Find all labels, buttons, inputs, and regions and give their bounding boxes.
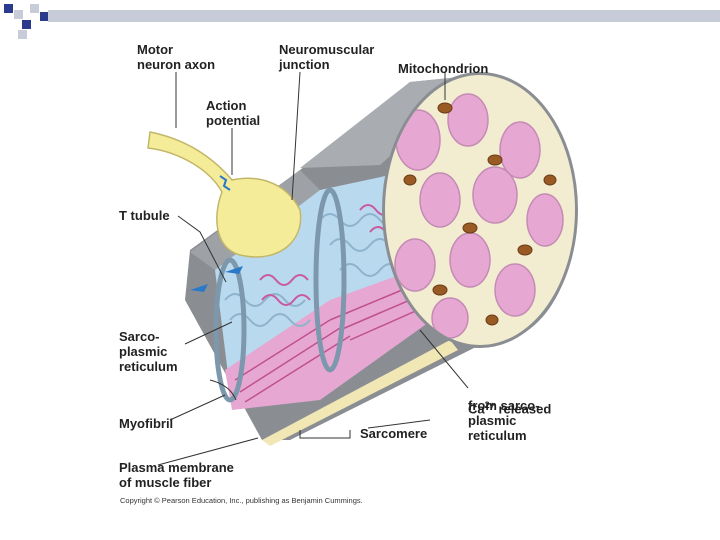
copyright-text: Copyright © Pearson Education, Inc., pub… (120, 496, 363, 505)
ca-prefix: Ca (468, 401, 485, 417)
label-ca-released: Ca2+ released (468, 383, 551, 416)
ca-superscript: 2+ (484, 400, 495, 410)
myofibril-bracket (209, 379, 237, 401)
label-neuromuscular-junction: Neuromuscular junction (279, 42, 375, 72)
header-square-light-2 (30, 4, 39, 13)
label-plasma-membrane: Plasma membrane of muscle fiber (119, 460, 234, 490)
header-square-light-3 (18, 30, 27, 39)
label-t-tubule: T tubule (119, 208, 170, 223)
label-myofibril: Myofibril (119, 416, 174, 431)
label-motor-neuron-axon: Motor neuron axon (137, 42, 216, 72)
header-square-light-1 (14, 10, 23, 19)
mitochondria (403, 102, 557, 326)
label-mitochondrion: Mitochondrion (398, 61, 489, 76)
label-sarcoplasmic-reticulum: Sarco- plasmic reticulum (119, 329, 178, 374)
cross-section-face (382, 72, 578, 348)
header-square-dark-1 (4, 4, 13, 13)
label-ca-from-sr: from sarco- plasmic reticulum (468, 398, 540, 443)
header-bar (48, 10, 720, 22)
motor-neuron-axon (147, 131, 302, 258)
header-square-dark-2 (22, 20, 31, 29)
header-square-dark-3 (40, 12, 49, 21)
label-sarcomere: Sarcomere (360, 426, 428, 441)
ca-suffix: released (494, 401, 552, 417)
sarcomere-bracket (299, 430, 351, 439)
label-action-potential: Action potential (206, 98, 261, 128)
